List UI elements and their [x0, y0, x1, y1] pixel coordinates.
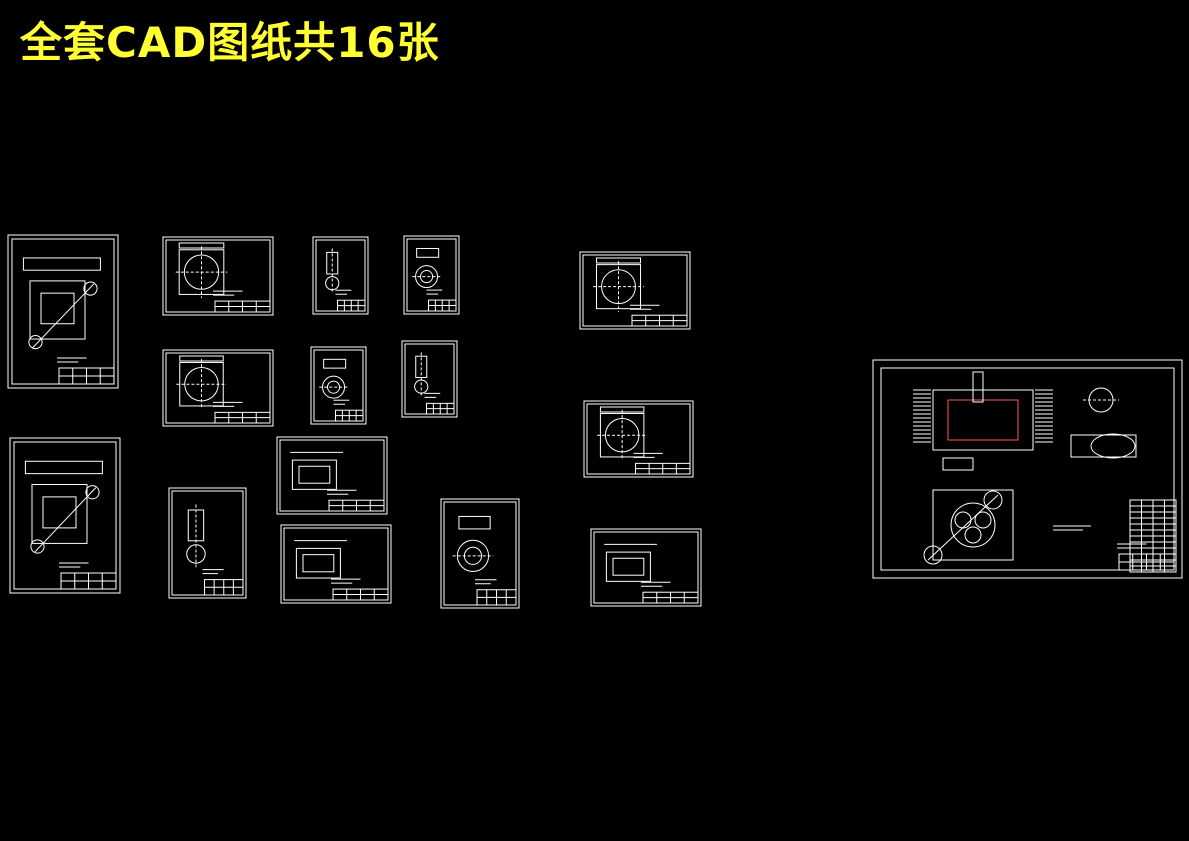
drawing-sheet[interactable]	[9, 437, 121, 594]
drawing-sheet[interactable]	[872, 359, 1183, 579]
drawing-sheet[interactable]	[401, 340, 458, 418]
page-title: 全套CAD图纸共16张	[20, 18, 440, 67]
drawing-sheet[interactable]	[590, 528, 702, 607]
drawing-sheet[interactable]	[440, 498, 520, 609]
drawing-sheet[interactable]	[168, 487, 247, 599]
drawing-sheet[interactable]	[7, 234, 119, 389]
drawing-sheet[interactable]	[280, 524, 392, 604]
drawing-sheet[interactable]	[310, 346, 367, 425]
drawing-sheet[interactable]	[403, 235, 460, 315]
drawing-sheet[interactable]	[312, 236, 369, 315]
drawing-sheet[interactable]	[583, 400, 694, 478]
drawing-sheet[interactable]	[162, 236, 274, 316]
drawing-sheet[interactable]	[276, 436, 388, 515]
drawing-sheet[interactable]	[162, 349, 274, 427]
drawing-sheet[interactable]	[579, 251, 691, 330]
